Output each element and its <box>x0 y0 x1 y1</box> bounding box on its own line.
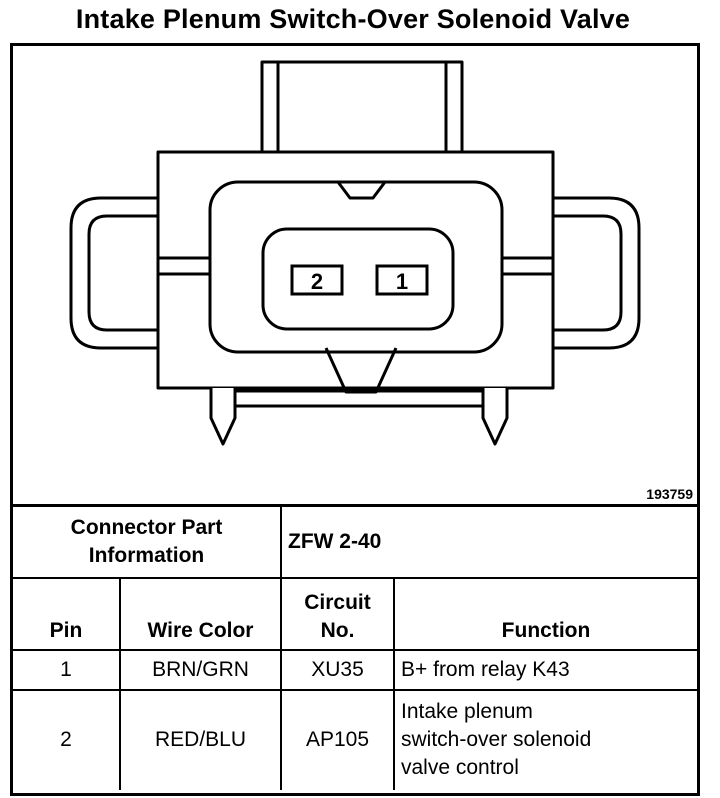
connector-key-notch <box>336 181 387 200</box>
table-row: 2 RED/BLU AP105 Intake plenum switch-ove… <box>13 688 697 790</box>
connector-left-ear <box>69 196 158 350</box>
connector-latch <box>260 60 464 168</box>
mount-spike-right <box>481 388 509 446</box>
pin-cavity-1 <box>375 264 429 296</box>
page-title: Intake Plenum Switch-Over Solenoid Valve <box>75 4 631 34</box>
diagram-id: 193759 <box>646 486 693 502</box>
pin-label-2: 2 <box>311 269 323 294</box>
row-pin: 1 <box>13 648 121 691</box>
connector-info-table: Connector Part Information ZFW 2-40 Pin … <box>13 504 697 790</box>
pin-cavity-2 <box>290 264 344 296</box>
header-function: Function <box>393 576 697 651</box>
row-wire-color: RED/BLU <box>119 688 282 790</box>
connector-drawing: 2 1 <box>69 60 641 446</box>
row-function: B+ from relay K43 <box>393 648 697 691</box>
row-circuit: XU35 <box>280 648 395 691</box>
header-pin: Pin <box>13 576 121 651</box>
diagram-frame: 2 1 193759 Connector Part Information ZF… <box>10 43 700 796</box>
row-pin: 2 <box>13 688 121 790</box>
connector-part-label: Connector Part Information <box>13 504 282 579</box>
row-wire-color: BRN/GRN <box>119 648 282 691</box>
terminal-insert <box>261 227 455 331</box>
connector-part-row: Connector Part Information ZFW 2-40 <box>13 504 697 579</box>
header-circuit: Circuit No. <box>280 576 395 651</box>
connector-right-ear <box>553 196 641 350</box>
pin-label-1: 1 <box>396 269 408 294</box>
connector-part-number: ZFW 2-40 <box>280 504 697 579</box>
mount-spike-left <box>209 388 237 446</box>
row-function: Intake plenum switch-over solenoid valve… <box>393 688 697 790</box>
header-row: Pin Wire Color Circuit No. Function <box>13 576 697 651</box>
header-wire-color: Wire Color <box>119 576 282 651</box>
row-circuit: AP105 <box>280 688 395 790</box>
table-row: 1 BRN/GRN XU35 B+ from relay K43 <box>13 648 697 691</box>
